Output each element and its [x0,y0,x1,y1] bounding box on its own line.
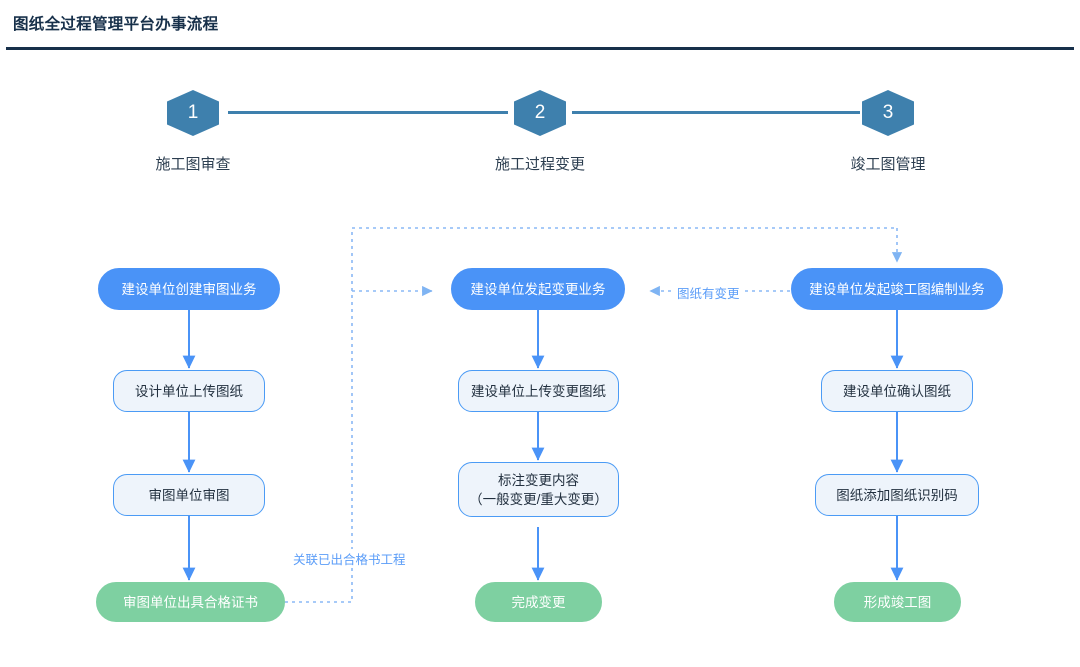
node-c1n3[interactable]: 审图单位审图 [113,474,265,516]
node-c3n1[interactable]: 建设单位发起竣工图编制业务 [791,268,1003,310]
node-c3n3[interactable]: 图纸添加图纸识别码 [815,474,979,516]
step-label-1: 施工图审查 [155,156,231,173]
stepper-step-1[interactable]: 1 施工图审查 [113,90,273,174]
node-label-c1n4: 审图单位出具合格证书 [123,594,258,610]
step-label-3: 竣工图管理 [850,156,926,173]
node-c2n4[interactable]: 完成变更 [475,582,602,622]
node-label-c2n3-line1: 标注变更内容 [498,472,579,488]
step-label-2: 施工过程变更 [494,156,585,173]
step-number-badge-2: 2 [514,90,566,136]
node-label-c2n2: 建设单位上传变更图纸 [471,383,606,399]
node-label-c2n3-line2: （一般变更/重大变更） [469,491,608,507]
node-label-c3n3: 图纸添加图纸识别码 [836,487,958,503]
stepper-step-2[interactable]: 2 施工过程变更 [460,90,620,174]
stepper-connector-2-3 [572,111,860,114]
node-label-c3n4: 形成竣工图 [863,594,932,610]
node-c1n4[interactable]: 审图单位出具合格证书 [96,582,285,622]
edge-label-link-certified-project: 关联已出合格书工程 [290,549,409,568]
node-label-c3n2: 建设单位确认图纸 [843,383,951,399]
title-divider [6,47,1074,50]
step-number-badge-3: 3 [862,90,914,136]
stepper-step-3[interactable]: 3 竣工图管理 [808,90,968,174]
node-c2n1[interactable]: 建设单位发起变更业务 [451,268,625,310]
page-title: 图纸全过程管理平台办事流程 [13,16,219,33]
node-label-c1n2: 设计单位上传图纸 [135,383,243,399]
stepper: 1 施工图审查 2 施工过程变更 3 竣工图管理 [0,90,1080,185]
node-label-c1n3: 审图单位审图 [148,487,230,503]
node-label-c2n1: 建设单位发起变更业务 [470,281,606,297]
edge-label-drawing-changed: 图纸有变更 [674,283,743,302]
stepper-connector-1-2 [228,111,508,114]
node-c2n3[interactable]: 标注变更内容 （一般变更/重大变更） [458,462,619,517]
node-c3n4[interactable]: 形成竣工图 [834,582,961,622]
dotted-feedback-routes [285,227,903,603]
node-c1n1[interactable]: 建设单位创建审图业务 [98,268,280,310]
node-c2n2[interactable]: 建设单位上传变更图纸 [458,370,619,412]
node-label-c1n1: 建设单位创建审图业务 [121,281,257,297]
node-c1n2[interactable]: 设计单位上传图纸 [113,370,265,412]
node-label-c3n1: 建设单位发起竣工图编制业务 [809,281,985,297]
node-label-c2n4: 完成变更 [511,594,566,610]
node-c3n2[interactable]: 建设单位确认图纸 [821,370,973,412]
